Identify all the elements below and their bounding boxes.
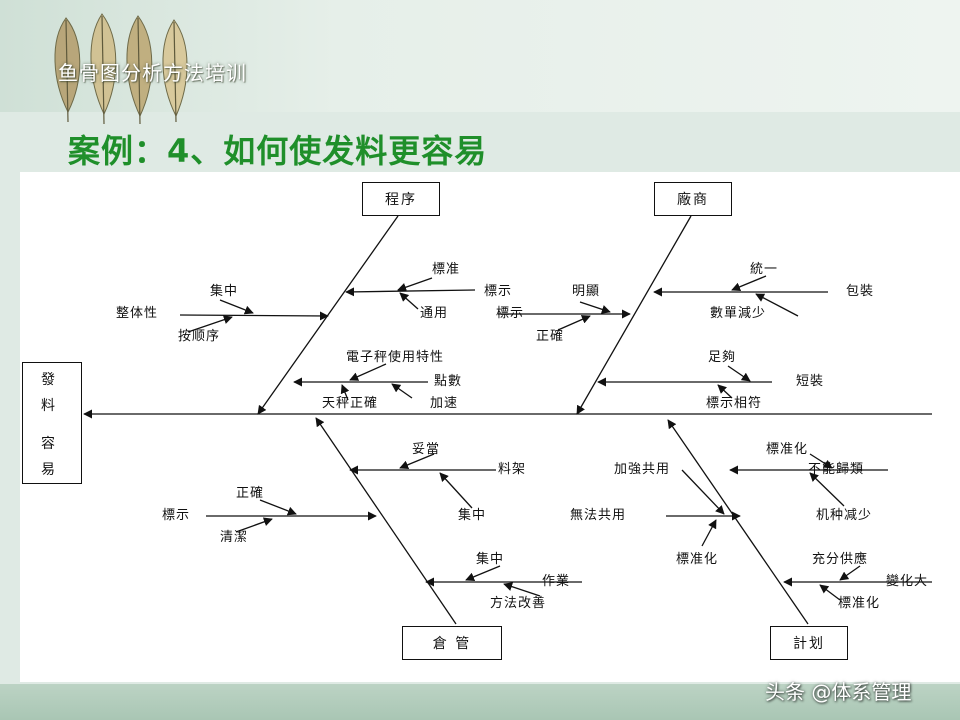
cause-label: 充分供應: [812, 552, 869, 567]
cause-label: 標准化: [676, 552, 719, 567]
category-vendor: 廠商: [654, 182, 732, 216]
cause-label: 明顯: [572, 284, 601, 299]
leaves-decoration-icon: [54, 13, 188, 125]
cause-label: 標示: [496, 306, 525, 321]
cause-label: 妥當: [412, 442, 441, 457]
cause-label: 天秤正確: [322, 396, 379, 411]
cause-label: 統一: [750, 262, 779, 277]
cause-label: 電子秤使用特性: [346, 350, 445, 365]
cause-label: 正確: [236, 486, 265, 501]
effect-box: 發 料 容 易: [22, 362, 82, 484]
cause-label: 標准化: [838, 596, 881, 611]
cause-label: 清潔: [220, 530, 249, 545]
effect-char: 容: [41, 436, 55, 452]
bone-warehouse: [315, 417, 457, 625]
cause-label: 標示: [484, 284, 513, 299]
cause-label: 點數: [434, 374, 463, 389]
fishbone-diagram: 發 料 容 易 程序 廠商 倉 管 計划 標准 標示 通用 集中 整体性 按顺序…: [20, 172, 960, 682]
cause-label: 加強共用: [614, 462, 671, 477]
effect-char: 發: [41, 372, 55, 388]
cause-label: 變化大: [886, 574, 929, 589]
cause-label: 整体性: [116, 306, 159, 321]
cause-label: 加速: [430, 396, 459, 411]
category-warehouse: 倉 管: [402, 626, 502, 660]
header-band: [0, 0, 960, 112]
cause-label: 方法改善: [490, 596, 547, 611]
cause-label: 正確: [536, 329, 565, 344]
cause-label: 標示相符: [706, 396, 763, 411]
cause-label: 料架: [498, 462, 527, 477]
fishbone-lines: [83, 215, 932, 625]
cause-label: 作業: [542, 574, 571, 589]
cause-label: 按顺序: [178, 329, 221, 344]
cause-label: 標示: [162, 508, 191, 523]
bone-planning: [667, 419, 809, 625]
cause-label: 集中: [476, 552, 505, 567]
cause-label: 集中: [210, 284, 239, 299]
cause-label: 標准: [432, 262, 461, 277]
cause-label: 不能歸類: [808, 462, 865, 477]
cause-label: 包裝: [846, 284, 875, 299]
cause-label: 無法共用: [570, 508, 627, 523]
cause-label: 標准化: [766, 442, 809, 457]
footer-band: [0, 684, 960, 720]
bone-procedure: [257, 215, 399, 415]
cause-label: 短裝: [796, 374, 825, 389]
effect-char: 易: [41, 462, 55, 478]
category-procedure: 程序: [362, 182, 440, 216]
watermark: 头条 @体系管理: [765, 680, 912, 704]
cause-label: 足夠: [708, 350, 737, 365]
bone-vendor: [576, 215, 692, 415]
slide-title: 案例：4、如何使发料更容易: [68, 132, 488, 170]
deck-title: 鱼骨图分析方法培训: [58, 61, 247, 85]
cause-label: 通用: [420, 306, 449, 321]
cause-label: 机种减少: [816, 508, 873, 523]
cause-label: 數單減少: [710, 306, 767, 321]
category-planning: 計划: [770, 626, 848, 660]
effect-char: 料: [41, 398, 55, 414]
cause-label: 集中: [458, 508, 487, 523]
